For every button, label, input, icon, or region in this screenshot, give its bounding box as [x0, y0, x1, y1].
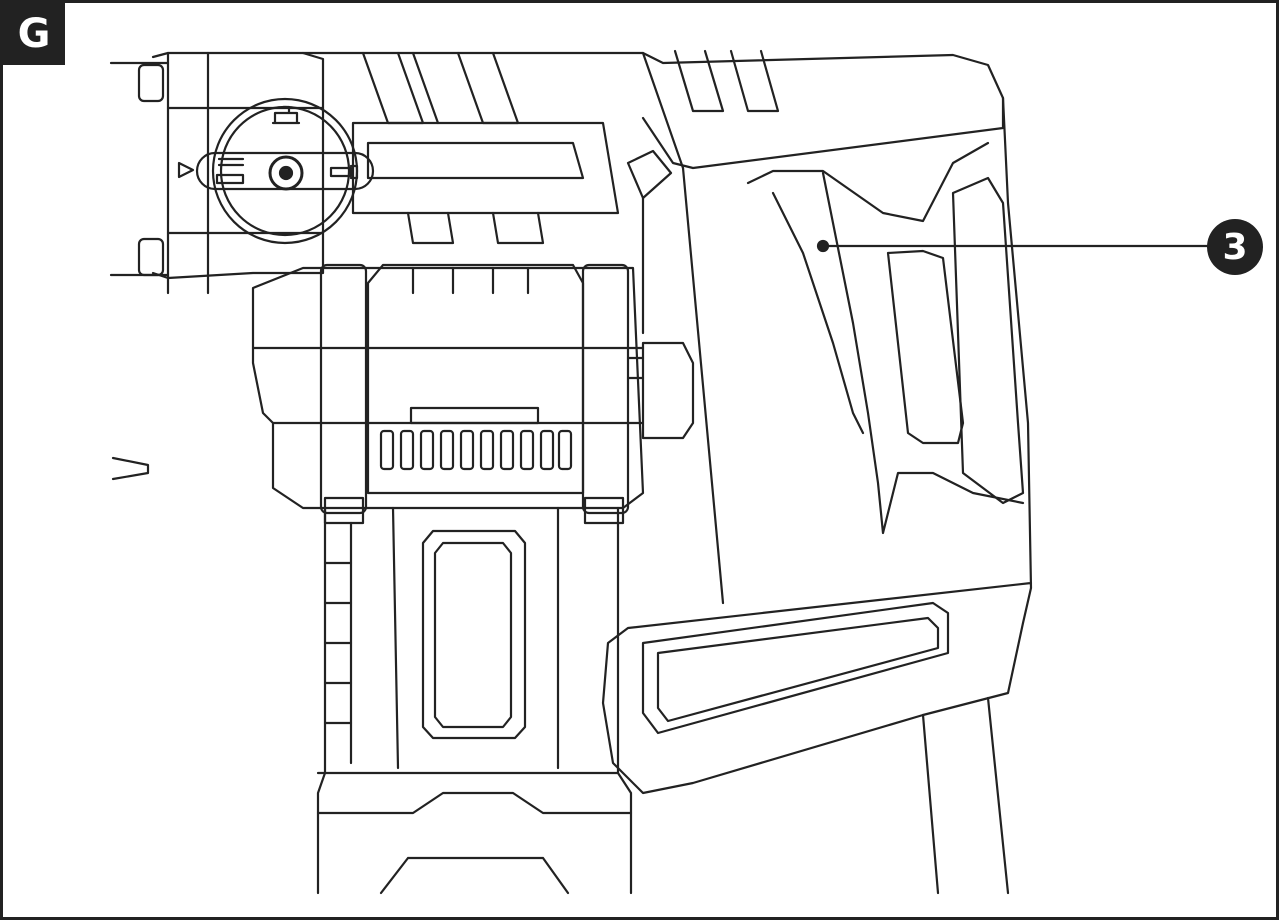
figure-label: G [3, 3, 65, 65]
arrow-marker-icon [177, 161, 195, 179]
gear-housing [301, 49, 1005, 335]
drill-mode-icon [215, 157, 245, 185]
motor-housing [251, 263, 695, 515]
vent-slots [379, 429, 573, 471]
hammer-mode-icon [271, 105, 301, 125]
leader-line-3 [816, 239, 1209, 253]
callout-number-3: 3 [1207, 219, 1263, 275]
lower-body [316, 496, 633, 895]
mode-selector-dial [195, 97, 375, 245]
chuck-assembly [109, 51, 325, 481]
rotary-hammer-drawing [109, 49, 1209, 895]
rear-handle [601, 96, 1033, 895]
